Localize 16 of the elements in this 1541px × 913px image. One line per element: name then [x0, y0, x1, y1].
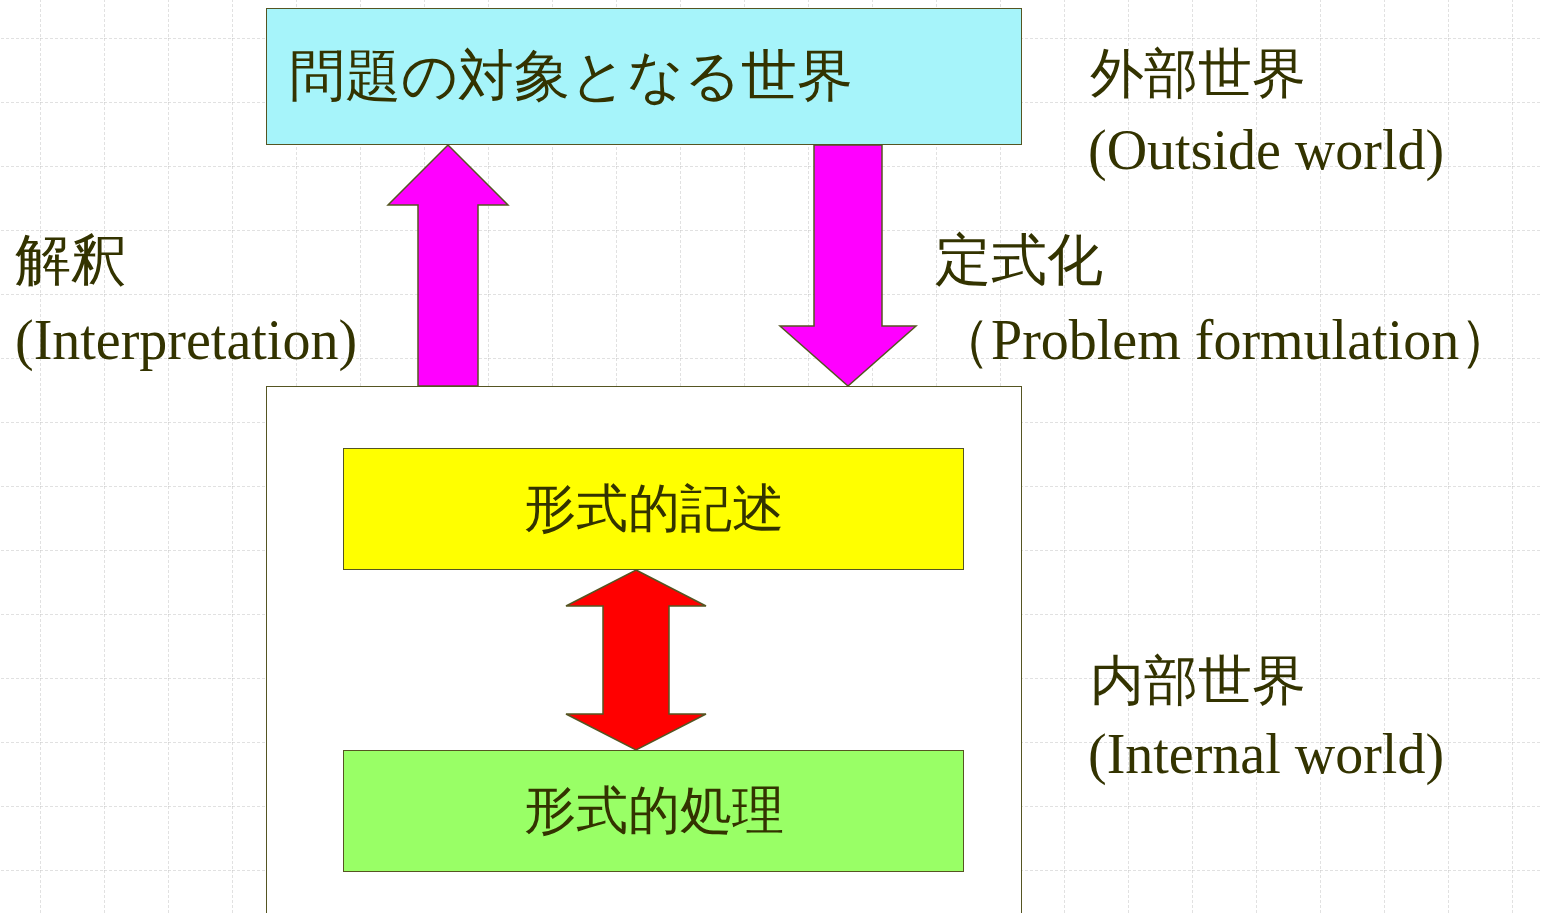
- side-caption: (Outside world): [1088, 118, 1445, 182]
- container-box: [266, 386, 1022, 913]
- side-caption: 外部世界: [1090, 41, 1306, 107]
- side-caption: 内部世界: [1090, 648, 1306, 714]
- side-caption: (Internal world): [1088, 722, 1445, 786]
- double-block-arrow: [565, 569, 707, 751]
- process-box: [343, 750, 964, 872]
- block-arrow: [386, 143, 510, 387]
- process-box: [343, 448, 964, 570]
- block-arrow: [778, 144, 918, 387]
- box-label: 問題の対象となる世界: [289, 42, 853, 110]
- box-label: 形式的記述: [523, 477, 784, 540]
- edge-label: 定式化（Problem formulation）: [935, 228, 1517, 373]
- process-box: [266, 8, 1022, 145]
- edge-label: 解釈 (Interpretation): [15, 228, 359, 373]
- box-label: 形式的処理: [523, 779, 784, 842]
